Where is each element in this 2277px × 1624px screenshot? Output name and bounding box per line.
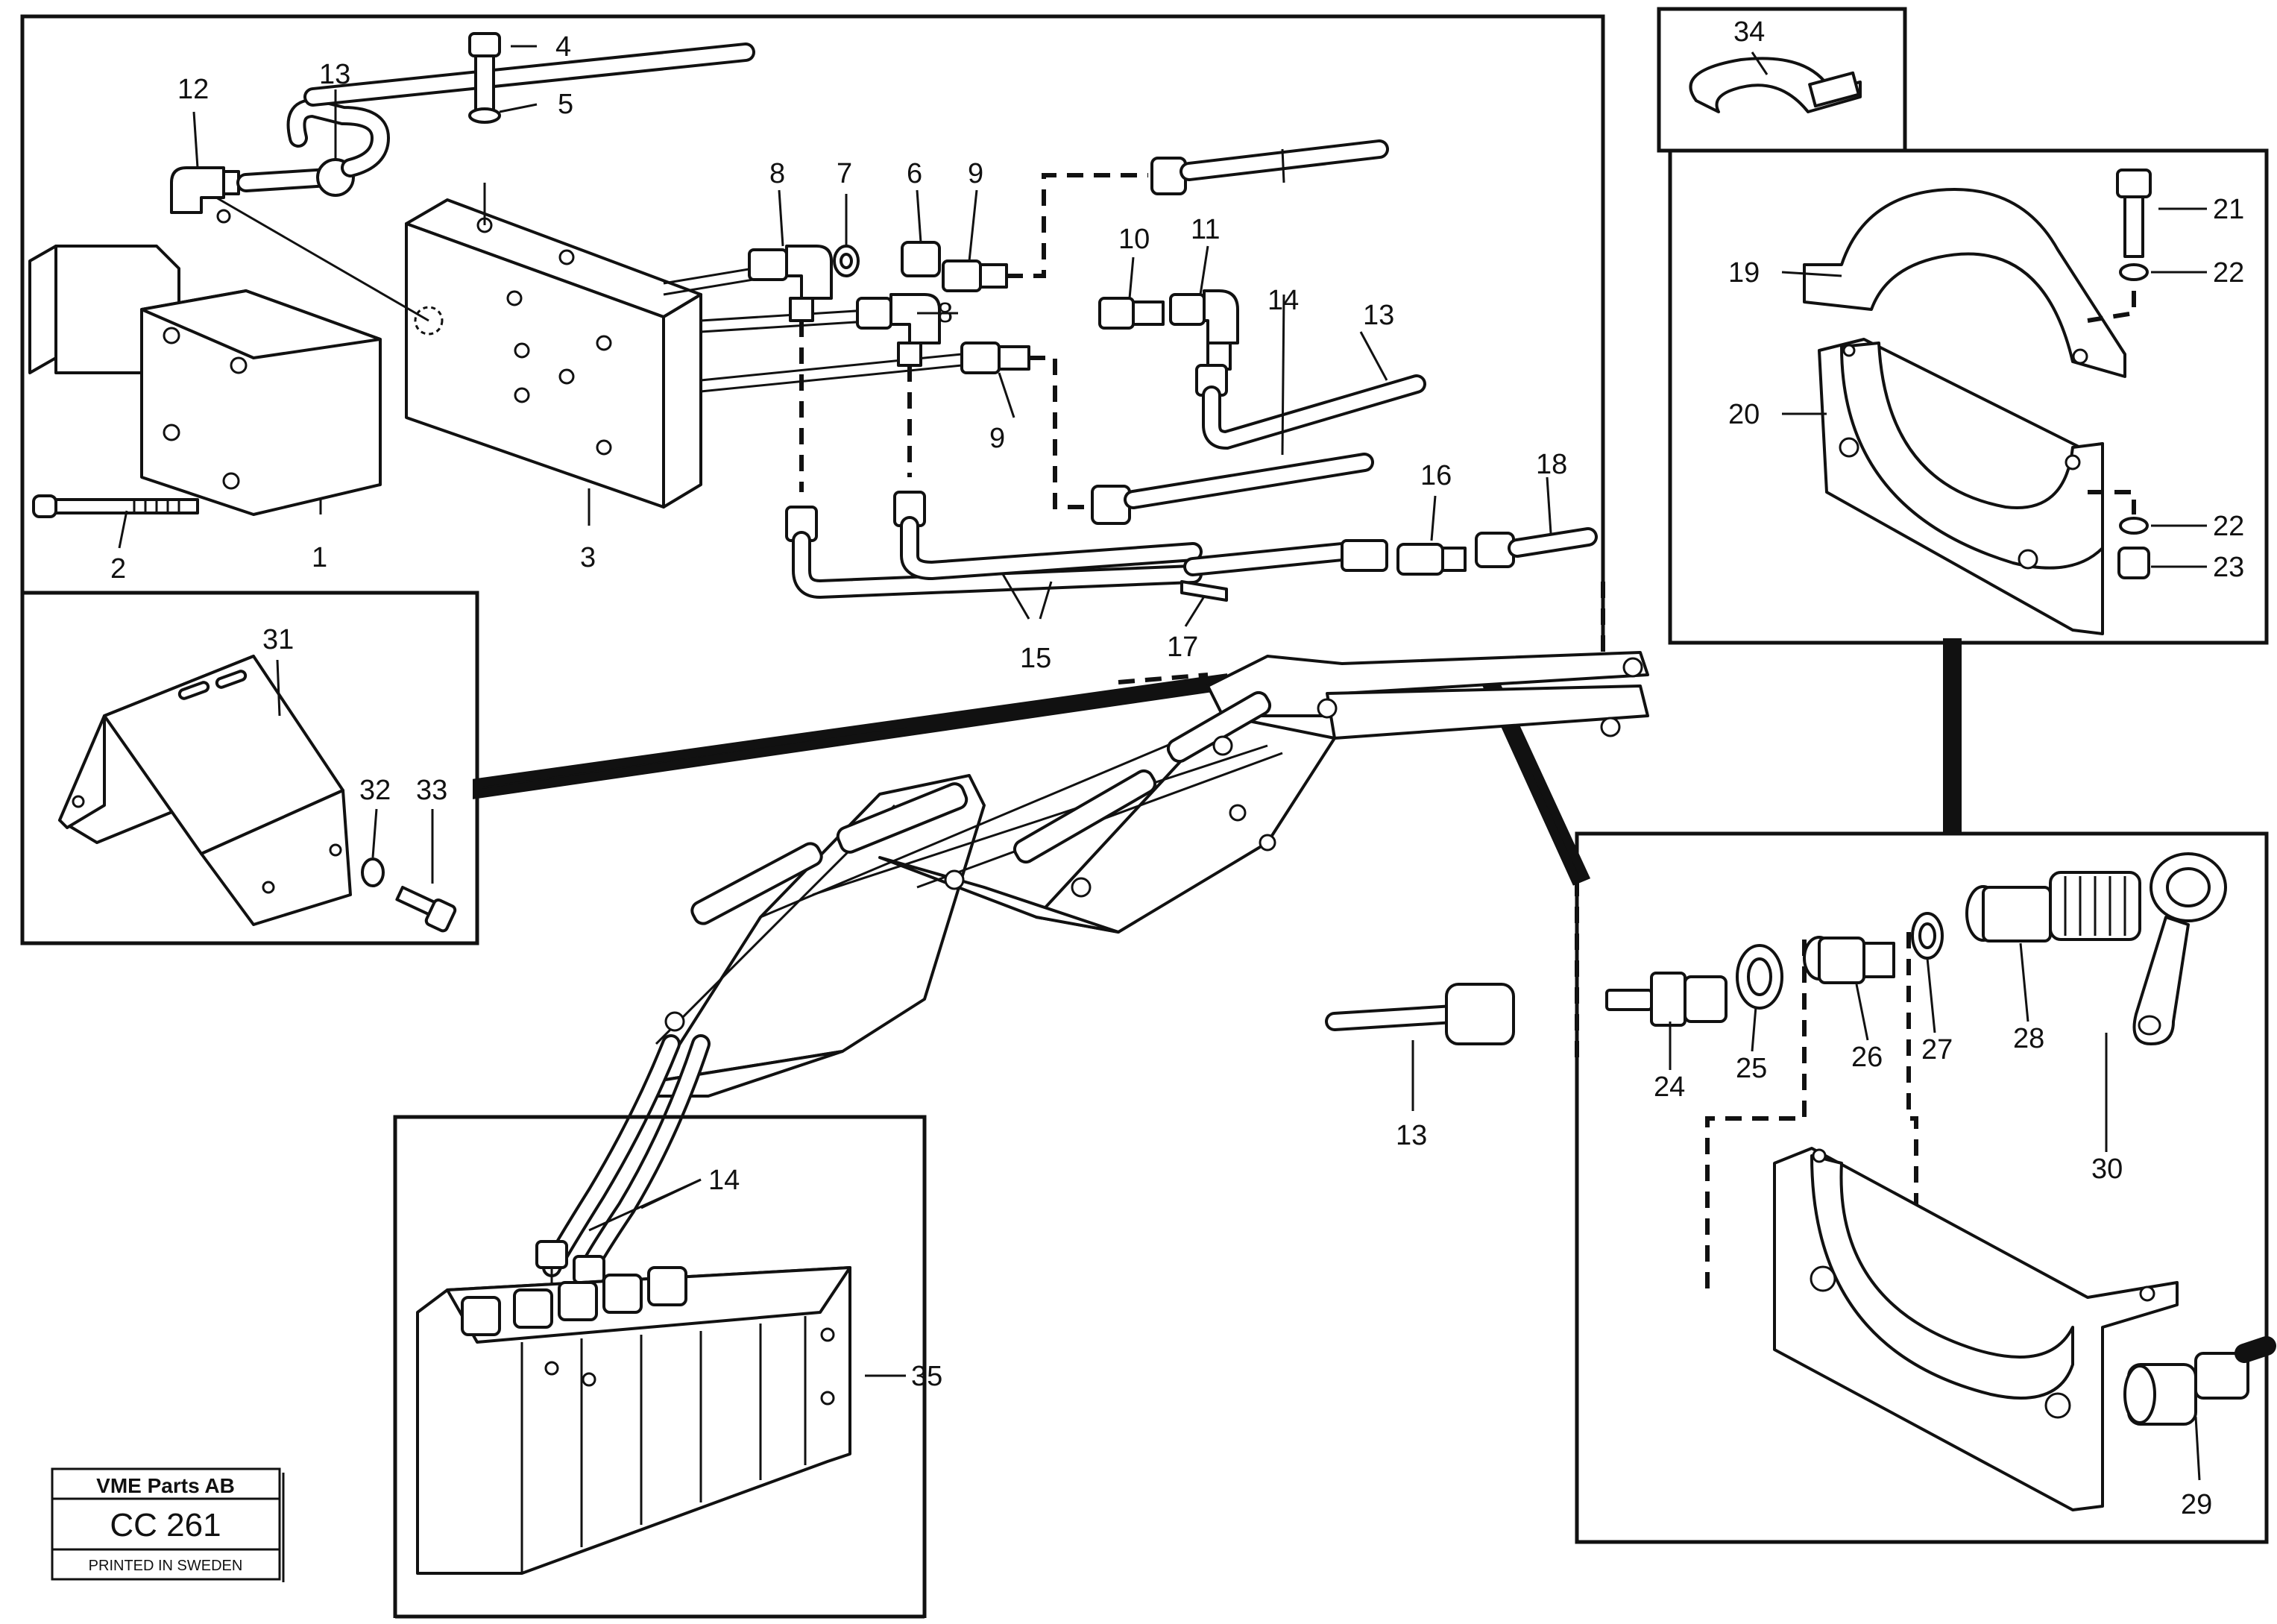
callout-18: 18 — [1536, 449, 1567, 480]
callout-5: 5 — [558, 89, 573, 120]
hose-part-14-upper — [1150, 139, 1389, 195]
callout-4: 4 — [555, 31, 571, 63]
callout-23: 23 — [2213, 552, 2244, 583]
callout-31: 31 — [262, 624, 294, 655]
fitting-part-8-top — [748, 245, 833, 322]
valve-bank-part-35 — [416, 1266, 851, 1575]
callout-20: 20 — [1728, 399, 1760, 430]
callout-24: 24 — [1654, 1071, 1685, 1103]
bolt-part-21 — [2116, 169, 2152, 258]
bolt-part-2 — [32, 494, 199, 518]
elbow-fitting-part-12 — [170, 166, 240, 224]
bracket-part-31 — [58, 655, 352, 926]
clamp-base-part-20 — [1818, 338, 2104, 635]
washer-part-5 — [468, 107, 501, 124]
callout-6: 6 — [907, 158, 922, 189]
callout-13: 13 — [319, 59, 350, 90]
clamp-half-part-19 — [1803, 188, 2126, 378]
vme-stamp: VME Parts AB CC 261 PRINTED IN SWEDEN — [51, 1467, 285, 1582]
bolt-part-4 — [468, 32, 501, 117]
washer-part-22-bottom — [2119, 517, 2149, 535]
callout-15: 15 — [1020, 643, 1051, 674]
callout-13-coupling: 13 — [1396, 1120, 1427, 1151]
hose-part-18 — [1475, 527, 1598, 568]
hose-part-13-coupling — [1325, 983, 1515, 1045]
bracket-part-coupling — [1773, 1147, 2179, 1511]
callout-17: 17 — [1167, 632, 1198, 663]
callout-8-second: 8 — [937, 298, 953, 329]
bolt-part-33 — [395, 886, 457, 933]
callout-11: 11 — [1191, 214, 1220, 245]
control-valve-panel: 14 35 — [393, 1115, 942, 1619]
adapter-part-10 — [1098, 297, 1165, 330]
callout-10: 10 — [1118, 224, 1150, 255]
valve-block-part-3 — [215, 183, 702, 509]
hose-part-15 — [785, 491, 1203, 599]
callout-1: 1 — [312, 542, 327, 573]
dashed-connections — [799, 173, 1148, 509]
nipple-part-24 — [1605, 972, 1728, 1027]
dust-cap-part-30 — [2132, 852, 2227, 1045]
solenoid-valve-part-1 — [28, 245, 382, 516]
callout-9: 9 — [968, 158, 983, 189]
hose-part-13-right — [1195, 364, 1426, 450]
clamp-panel: 19 20 21 22 22 23 — [1668, 148, 2269, 838]
adapter-part-26 — [1803, 936, 1895, 984]
callout-32: 32 — [359, 775, 391, 806]
nut-part-25 — [1736, 944, 1783, 1010]
nut-part-23 — [2117, 547, 2150, 579]
callout-33: 33 — [416, 775, 447, 806]
callout-27: 27 — [1921, 1034, 1953, 1066]
cable-tie-part-34 — [1689, 57, 1862, 113]
washer-part-7 — [833, 245, 860, 277]
elbow-fitting-part-11 — [1169, 289, 1239, 371]
coupling-part-16 — [1183, 539, 1467, 576]
callout-9-second: 9 — [989, 423, 1005, 454]
callout-14-valve: 14 — [708, 1165, 740, 1196]
washer-part-22-top — [2119, 263, 2149, 281]
callout-34: 34 — [1733, 16, 1765, 48]
excavator-boom — [655, 651, 1649, 1098]
callout-35: 35 — [911, 1361, 942, 1392]
tie-strap-panel: 34 — [1657, 7, 1907, 153]
callout-22: 22 — [2213, 257, 2244, 289]
callout-28: 28 — [2013, 1023, 2044, 1054]
callout-7: 7 — [837, 158, 852, 189]
callout-19: 19 — [1728, 257, 1760, 289]
bracket-panel: 31 32 33 — [20, 591, 1227, 945]
valve-block-panel: 4 5 12 13 8 7 6 9 10 11 8 14 13 9 16 18 … — [20, 14, 1605, 684]
clamp-part-17 — [1180, 580, 1228, 602]
adapter-part-9-bottom — [960, 342, 1030, 374]
callout-16: 16 — [1420, 460, 1452, 491]
callout-8: 8 — [769, 158, 785, 189]
hose-part-14-lower — [1091, 453, 1374, 525]
callout-14: 14 — [1267, 285, 1299, 316]
stamp-code: CC 261 — [110, 1507, 221, 1543]
coupling-part-29 — [2123, 1336, 2276, 1426]
nut-part-6 — [901, 241, 941, 277]
callout-13-right: 13 — [1363, 300, 1394, 331]
callout-30: 30 — [2091, 1154, 2123, 1185]
leaders-top — [118, 45, 1552, 627]
fitting-part-8-middle — [856, 293, 941, 367]
callout-12: 12 — [177, 74, 209, 105]
coupling-part-28 — [1965, 871, 2141, 942]
washer-part-32 — [361, 857, 385, 887]
callout-22-second: 22 — [2213, 511, 2244, 542]
hose-part-13-top — [236, 43, 755, 197]
quick-coupling-panel: 13 24 25 26 27 28 30 29 — [1325, 676, 2276, 1544]
callout-29: 29 — [2181, 1489, 2212, 1520]
callout-21: 21 — [2213, 194, 2244, 225]
callout-3: 3 — [580, 542, 596, 573]
stamp-printed: PRINTED IN SWEDEN — [89, 1558, 243, 1574]
washer-part-27 — [1911, 912, 1944, 960]
stamp-company: VME Parts AB — [96, 1474, 235, 1497]
adapter-part-9-top — [942, 259, 1008, 292]
callout-26: 26 — [1851, 1042, 1883, 1073]
callout-25: 25 — [1736, 1053, 1767, 1084]
callout-2: 2 — [110, 553, 126, 585]
